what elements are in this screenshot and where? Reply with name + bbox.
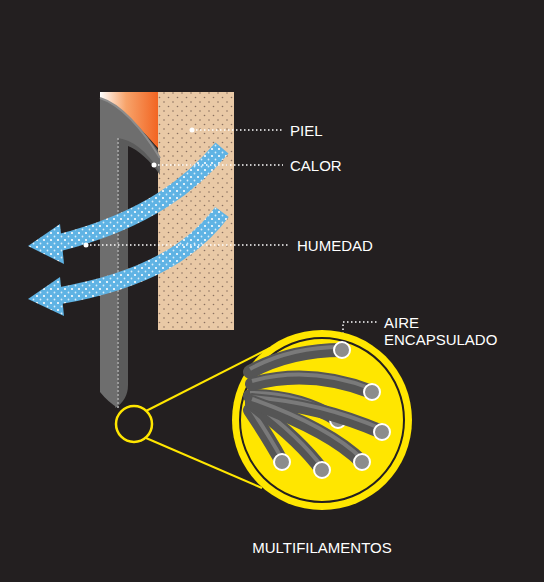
- multifilament-fibers: [250, 342, 390, 478]
- part-label: CALOR: [290, 157, 410, 174]
- fabric-sheet: [100, 98, 160, 408]
- fiber-strand: [252, 402, 362, 462]
- moisture-arrow: [58, 212, 222, 296]
- part-label: PIEL: [290, 122, 410, 139]
- part-label: AIRE ENCAPSULADO: [384, 314, 494, 348]
- part-label: HUMEDAD: [297, 237, 437, 254]
- caption-label: MULTIFILAMENTOS: [222, 539, 422, 556]
- skin-layer: [158, 92, 234, 330]
- zoom-circle: [232, 330, 412, 510]
